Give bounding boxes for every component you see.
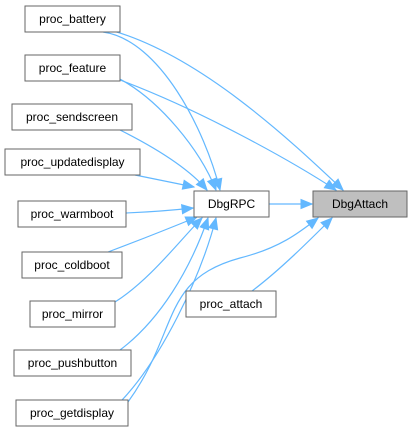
edge-arrowhead: [195, 177, 208, 192]
edge-line: [117, 77, 217, 191]
edge-proc_attach-to-DbgAttach: [251, 217, 333, 292]
edge-proc_coldboot-to-DbgRPC: [107, 216, 199, 253]
edge-line: [102, 31, 221, 191]
edge-arrowhead: [181, 179, 196, 190]
edge-proc_feature-to-DbgRPC: [117, 77, 217, 192]
edge-arrowhead: [323, 179, 338, 191]
node-box[interactable]: [13, 349, 132, 377]
node-box[interactable]: [15, 399, 129, 427]
node-label: proc_coldboot: [34, 258, 110, 272]
node-proc_battery[interactable]: proc_battery: [24, 5, 121, 33]
edge-proc_getdisplay-to-DbgRPC: [121, 216, 219, 401]
node-box[interactable]: [24, 54, 121, 82]
node-DbgRPC[interactable]: DbgRPC: [193, 190, 270, 218]
edge-proc_warmboot-to-DbgRPC: [125, 204, 195, 215]
node-DbgAttach[interactable]: DbgAttach: [312, 190, 408, 218]
node-box[interactable]: [17, 200, 127, 228]
edge-line: [119, 79, 337, 191]
node-label: proc_mirror: [42, 307, 103, 321]
node-proc_attach[interactable]: proc_attach: [185, 290, 277, 318]
edge-arrowhead: [190, 217, 203, 230]
node-box[interactable]: [24, 5, 121, 33]
node-proc_coldboot[interactable]: proc_coldboot: [21, 251, 123, 279]
node-proc_pushbutton[interactable]: proc_pushbutton: [13, 349, 132, 377]
node-proc_sendscreen[interactable]: proc_sendscreen: [11, 103, 133, 131]
edge-line: [109, 29, 344, 191]
node-proc_mirror[interactable]: proc_mirror: [29, 300, 116, 328]
edge-arrowhead: [180, 204, 195, 215]
edge-line: [127, 217, 319, 403]
edge-arrowhead: [320, 217, 333, 230]
edge-proc_mirror-to-DbgRPC: [114, 217, 203, 303]
node-label: DbgAttach: [332, 197, 388, 211]
node-box[interactable]: [11, 103, 133, 131]
edge-proc_getdisplay-to-DbgAttach: [127, 217, 320, 403]
edge-arrowhead: [331, 178, 344, 191]
edge-arrowhead: [305, 217, 320, 230]
node-box[interactable]: [185, 290, 277, 318]
node-proc_getdisplay[interactable]: proc_getdisplay: [15, 399, 129, 427]
node-label: DbgRPC: [208, 197, 256, 211]
edge-proc_updatedisplay-to-DbgRPC: [134, 174, 196, 190]
edge-arrowhead: [199, 216, 210, 231]
edge-proc_feature-to-DbgAttach: [119, 79, 338, 191]
node-label: proc_feature: [39, 61, 107, 75]
node-box[interactable]: [21, 251, 123, 279]
node-box[interactable]: [29, 300, 116, 328]
edge-line: [114, 217, 203, 303]
node-box[interactable]: [4, 148, 141, 176]
node-label: proc_battery: [39, 12, 106, 26]
node-label: proc_getdisplay: [30, 406, 114, 420]
edge-line: [119, 217, 209, 351]
edge-proc_pushbutton-to-DbgRPC: [119, 216, 210, 351]
edge-arrowhead: [184, 216, 199, 227]
node-label: proc_warmboot: [31, 207, 114, 221]
node-label: proc_pushbutton: [28, 356, 117, 370]
node-label: proc_sendscreen: [26, 110, 118, 124]
nodes-layer: proc_battery proc_feature proc_sendscreenp…: [4, 5, 408, 427]
node-label: proc_updatedisplay: [20, 155, 124, 169]
edge-proc_sendscreen-to-DbgRPC: [119, 129, 208, 192]
edge-line: [251, 217, 333, 292]
edge-proc_battery-to-DbgAttach: [109, 29, 344, 191]
node-proc_updatedisplay[interactable]: proc_updatedisplay: [4, 148, 141, 176]
edge-arrowhead: [300, 198, 314, 210]
edge-arrowhead: [206, 177, 217, 192]
node-proc_warmboot[interactable]: proc_warmboot: [17, 200, 127, 228]
edge-DbgRPC-to-DbgAttach: [269, 198, 314, 210]
node-proc_feature[interactable]: proc_feature: [24, 54, 121, 82]
node-box[interactable]: [193, 190, 270, 218]
node-box[interactable]: [312, 190, 408, 218]
node-label: proc_attach: [200, 297, 263, 311]
edges-layer: [102, 29, 344, 403]
edge-line: [121, 217, 217, 401]
edge-arrowhead: [208, 216, 219, 231]
